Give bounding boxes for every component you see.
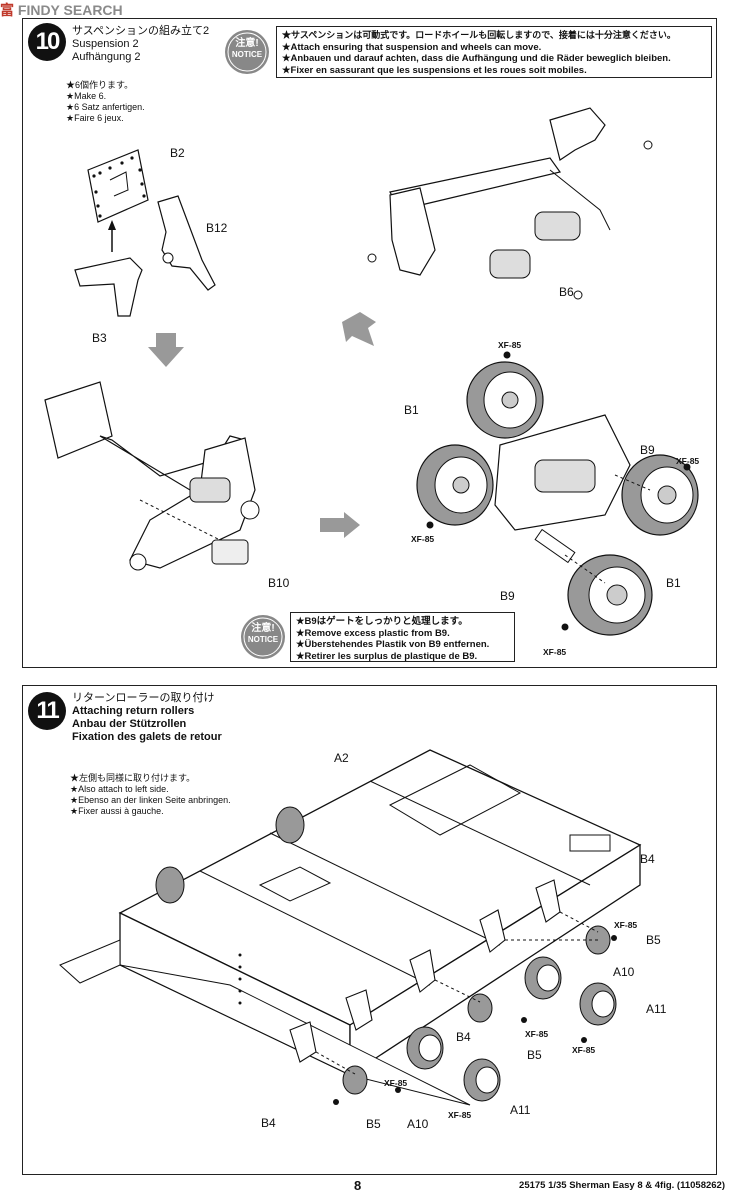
paint-xf85-p3: XF-85	[572, 1045, 596, 1055]
paint-xf85-p2: XF-85	[525, 1029, 549, 1039]
step10-make-notes: ★6個作ります。 ★Make 6. ★6 Satz anfertigen. ★F…	[66, 80, 145, 124]
hull-drawing	[59, 749, 642, 1106]
part-a11-b: A11	[510, 1103, 531, 1117]
part-b5-a: B5	[646, 933, 661, 947]
step10-title-de: Aufhängung 2	[72, 51, 141, 63]
notice-bottom-en: ★Remove excess plastic from B9.	[296, 627, 450, 639]
paint-xf85-bottom: XF-85	[543, 647, 567, 657]
step11-note-de: ★Ebenso an der linken Seite anbringen.	[70, 795, 231, 805]
notice-top-jp: ★サスペンションは可動式です。ロードホイールも回転しますので、接着には十分注意く…	[282, 30, 676, 40]
paint-xf85-left: XF-85	[411, 534, 435, 544]
notice-label-bottom: 注意! NOTICE	[240, 623, 286, 645]
notice-box-top: ★サスペンションは可動式です。ロードホイールも回転しますので、接着には十分注意く…	[276, 26, 712, 78]
step11-number: 11	[28, 692, 66, 730]
notice-bottom-jp: ★B9はゲートをしっかりと処理します。	[296, 616, 468, 627]
notice-icon	[225, 30, 269, 74]
part-b10: B10	[268, 576, 290, 590]
part-b6: B6	[559, 285, 574, 299]
notice-top-en: ★Attach ensuring that suspension and whe…	[282, 41, 542, 53]
step11-note-jp: ★左側も同様に取り付けます。	[70, 773, 196, 783]
step11-title-de: Anbau der Stützrollen	[72, 718, 187, 730]
part-b12: B12	[206, 221, 228, 235]
page-number: 8	[354, 1178, 362, 1193]
notice-label-en-bottom: NOTICE	[247, 635, 279, 644]
part-b4-top: B4	[640, 852, 655, 866]
notice-icon-bottom	[241, 615, 285, 659]
make-note-en: ★Make 6.	[66, 91, 107, 101]
part-a10-a: A10	[613, 965, 635, 979]
part-b9-right: B9	[640, 443, 655, 457]
part-b1-right: B1	[666, 576, 681, 590]
paint-xf85-p4: XF-85	[384, 1078, 408, 1088]
paint-xf85-top: XF-85	[498, 340, 522, 350]
step11-notes: ★左側も同様に取り付けます。 ★Also attach to left side…	[70, 773, 231, 817]
paint-xf85-p1: XF-85	[614, 920, 638, 930]
step11-note-fr: ★Fixer aussi à gauche.	[70, 806, 164, 816]
notice-label-jp-bottom: 注意!	[251, 623, 275, 634]
watermark-text: FINDY SEARCH	[17, 2, 123, 18]
suspension-subassembly-exploded	[74, 149, 216, 317]
footer-code: 25175 1/35 Sherman Easy 8 & 4fig. (11058…	[519, 1180, 725, 1191]
paint-xf85-right: XF-85	[676, 456, 700, 466]
part-b2: B2	[170, 146, 185, 160]
down-arrow-right	[342, 312, 376, 346]
step11-title-jp: リターンローラーの取り付け	[72, 692, 215, 704]
make-note-fr: ★Faire 6 jeux.	[66, 113, 124, 123]
suspension-assembled-left	[44, 381, 260, 571]
step11-title: リターンローラーの取り付け Attaching return rollers A…	[72, 692, 222, 744]
step10-frame	[22, 18, 717, 668]
notice-label-jp: 注意!	[235, 38, 259, 49]
step10-title-jp: サスペンションの組み立て2	[72, 25, 210, 37]
notice-top-fr: ★Fixer en sassurant que les suspensions …	[282, 64, 587, 76]
notice-bottom-fr: ★Retirer les surplus de plastique de B9.	[296, 650, 478, 662]
wheel-assembly	[416, 351, 699, 636]
part-b4-bottom: B4	[261, 1116, 276, 1130]
part-b4-mid: B4	[456, 1030, 471, 1044]
notice-top-de: ★Anbauen und darauf achten, dass die Auf…	[282, 53, 671, 64]
part-b5-b: B5	[527, 1048, 542, 1062]
right-arrow	[320, 512, 360, 538]
step10-title-en: Suspension 2	[72, 38, 139, 50]
part-b1-left: B1	[404, 403, 419, 417]
notice-box-bottom: ★B9はゲートをしっかりと処理します。 ★Remove excess plast…	[290, 612, 515, 662]
step11-title-fr: Fixation des galets de retour	[72, 731, 222, 743]
part-a11-a: A11	[646, 1002, 667, 1016]
return-rollers	[289, 879, 617, 1105]
watermark-logo: 富	[0, 2, 14, 18]
notice-label-en: NOTICE	[231, 50, 263, 59]
part-b5-c: B5	[366, 1117, 381, 1131]
suspension-exploded-right	[367, 107, 653, 300]
step10-number: 10	[28, 23, 66, 61]
watermark: 富 FINDY SEARCH	[0, 0, 123, 20]
step11-frame	[22, 685, 717, 1175]
down-arrow-left	[148, 333, 184, 367]
make-note-jp: ★6個作ります。	[66, 80, 134, 90]
step10-title: サスペンションの組み立て2 Suspension 2 Aufhängung 2	[72, 25, 209, 64]
part-a2: A2	[334, 751, 349, 765]
step11-note-en: ★Also attach to left side.	[70, 784, 169, 794]
part-b9-bottom: B9	[500, 589, 515, 603]
notice-label-top: 注意! NOTICE	[224, 38, 270, 60]
paint-xf85-p5: XF-85	[448, 1110, 472, 1120]
notice-bottom-de: ★Überstehendes Plastik von B9 entfernen.	[296, 639, 490, 650]
part-b3: B3	[92, 331, 107, 345]
make-note-de: ★6 Satz anfertigen.	[66, 102, 145, 112]
part-a10-b: A10	[407, 1117, 429, 1131]
step11-title-en: Attaching return rollers	[72, 705, 195, 717]
